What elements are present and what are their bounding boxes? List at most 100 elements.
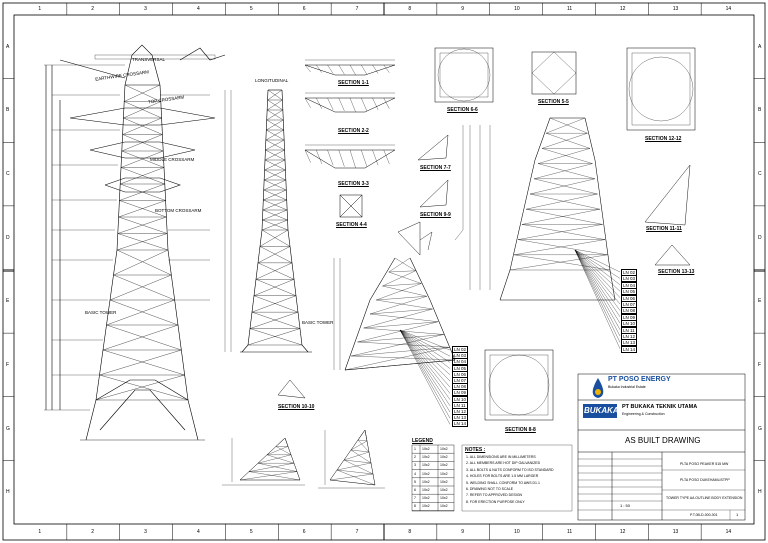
caption-section-9-9: SECTION 9-9 — [420, 212, 451, 218]
caption-section-13-13: SECTION 13-13 — [658, 269, 695, 275]
grid-col-label: 8 — [408, 6, 412, 12]
legend-cell: 4 — [414, 471, 416, 476]
grid-col-label: 6 — [302, 529, 306, 535]
grid-row-label: G — [6, 425, 10, 432]
label-transversal: TRANSVERSAL — [132, 57, 166, 62]
legend-cell: 10x2 — [440, 471, 448, 476]
drawing-title-1: PLTA POSO DUKEHAMLISTPP — [680, 478, 730, 482]
contractor-logo-text: BUKAKA — [584, 406, 619, 415]
legend-cell: 10x2 — [422, 463, 430, 468]
legend-cell: 10x2 — [440, 463, 448, 468]
owner-address: Bukaka Industrial Estate — [608, 385, 646, 389]
sheet-number: 1 — [736, 512, 739, 517]
owner-logo — [592, 378, 604, 398]
legend-cell: 2 — [414, 455, 416, 460]
grid-row-label: D — [758, 234, 762, 241]
grid-col-label: 10 — [514, 6, 520, 12]
caption-section-7-7: SECTION 7-7 — [420, 165, 451, 171]
grid-row-label: H — [6, 489, 10, 496]
grid-col-label: 6 — [302, 6, 306, 12]
grid-row-label: C — [6, 171, 10, 178]
grid-col-label: 11 — [567, 529, 573, 535]
leg-extension-label: LN 14 — [621, 345, 638, 353]
grid-col-label: 14 — [725, 529, 732, 535]
note-item: 5. WELDING SHALL CONFORM TO AWS D1.1 — [466, 480, 540, 485]
contractor-name: PT BUKAKA TEKNIK UTAMA — [622, 404, 698, 410]
body-extension-bracing — [344, 257, 456, 371]
legend-cell: 3 — [414, 463, 416, 468]
label-bottom-crossarm: BOTTOM CROSSARM — [155, 208, 202, 213]
grid-row-label: F — [6, 361, 10, 368]
grid-col-label: 2 — [91, 6, 95, 12]
title-block-lines — [577, 373, 746, 521]
legend-cell: 10x2 — [422, 471, 430, 476]
caption-section-10-10: SECTION 10-10 — [278, 404, 315, 410]
grid-col-label: 14 — [725, 6, 732, 12]
grid-col-label: 1 — [38, 6, 42, 12]
legend-cell: 10x2 — [440, 504, 448, 509]
grid-col-label: 4 — [197, 529, 200, 535]
note-item: 4. HOLES FOR BOLTS ARE 1.5 MM LARGER — [466, 474, 539, 479]
legend-cell: 1 — [414, 447, 416, 451]
gusset-sections — [277, 134, 691, 399]
grid-col-label: 11 — [567, 6, 573, 12]
note-item: 3. ALL BOLTS & NUTS CONFORM TO ISO STAND… — [466, 467, 554, 472]
grid-col-label: 10 — [514, 529, 520, 535]
grid-col-label: 3 — [144, 6, 147, 12]
legend-cell: 5 — [414, 479, 416, 484]
grid-row-label: E — [758, 298, 762, 305]
legend-cell: 10x2 — [440, 455, 448, 460]
legend-cell: 10x2 — [440, 479, 448, 484]
legend-cell: 10x2 — [440, 488, 448, 492]
caption-section-4-4: SECTION 4-4 — [336, 222, 367, 228]
label-basic-tower-2: BASIC TOWER — [302, 320, 334, 325]
leg-extension-label: LN 14 — [452, 420, 469, 428]
legend-cell: 7 — [414, 496, 416, 501]
legend-cell: 10x2 — [422, 504, 430, 509]
note-item: 1. ALL DIMENSIONS ARE IN MILLIMETERS — [466, 455, 536, 459]
plan-sections — [434, 47, 696, 421]
grid-col-label: 3 — [144, 529, 147, 535]
caption-section-12-12: SECTION 12-12 — [645, 136, 682, 142]
grid-col-label: 12 — [619, 529, 626, 535]
legend-cell: 6 — [414, 488, 416, 492]
notes-title: NOTES : — [465, 447, 486, 453]
grid-col-label: 5 — [249, 6, 253, 12]
grid-row-label: A — [6, 43, 10, 50]
drawing-title-2: TOWER TYPE AA OUTLINE BODY EXTENSION — [666, 496, 743, 500]
leg-extension-fan-right — [574, 249, 621, 349]
project-name: PLTA POSO PEAKER 515 MW — [680, 462, 729, 466]
grid-col-label: 13 — [672, 6, 679, 12]
grid-col-label: 8 — [408, 529, 412, 535]
note-item: 2. ALL MEMBERS ARE HOT DIP GALVANIZED — [466, 461, 541, 466]
grid-row-label: F — [758, 361, 762, 368]
crossarm-section-bracing — [304, 64, 390, 169]
grid-row-label: G — [758, 425, 762, 432]
grid-col-label: 1 — [38, 529, 42, 535]
label-middle-crossarm: MIDDLE CROSSARM — [150, 157, 195, 162]
grid-col-label: 9 — [461, 529, 465, 535]
caption-section-2-2: SECTION 2-2 — [338, 128, 369, 134]
grid-row-label: D — [6, 234, 10, 241]
crossarm-sections — [304, 59, 396, 218]
label-longitudinal: LONGITUDINAL — [255, 78, 289, 83]
longitudinal-bracing — [247, 89, 303, 346]
grid-col-label: 2 — [91, 529, 95, 535]
legend-cell: 10x2 — [440, 447, 448, 451]
leg-detail-bracing — [239, 429, 376, 486]
grid-col-label: 5 — [249, 529, 253, 535]
grid-row-label: E — [6, 298, 10, 305]
legend-table — [411, 444, 573, 512]
centering-marks — [3, 3, 765, 540]
leg-details — [222, 429, 385, 489]
note-item: 8. FOR ERECTION PURPOSE ONLY — [466, 499, 525, 504]
note-item: 7. REFER TO APPROVED DESIGN — [466, 493, 523, 498]
grid-col-label: 7 — [355, 529, 359, 535]
grid-ticks — [3, 3, 765, 540]
caption-section-8-8: SECTION 8-8 — [505, 427, 536, 433]
inner-frame — [13, 14, 755, 525]
legend-cell: 10x2 — [440, 496, 448, 501]
contractor-logo-box — [583, 404, 617, 418]
